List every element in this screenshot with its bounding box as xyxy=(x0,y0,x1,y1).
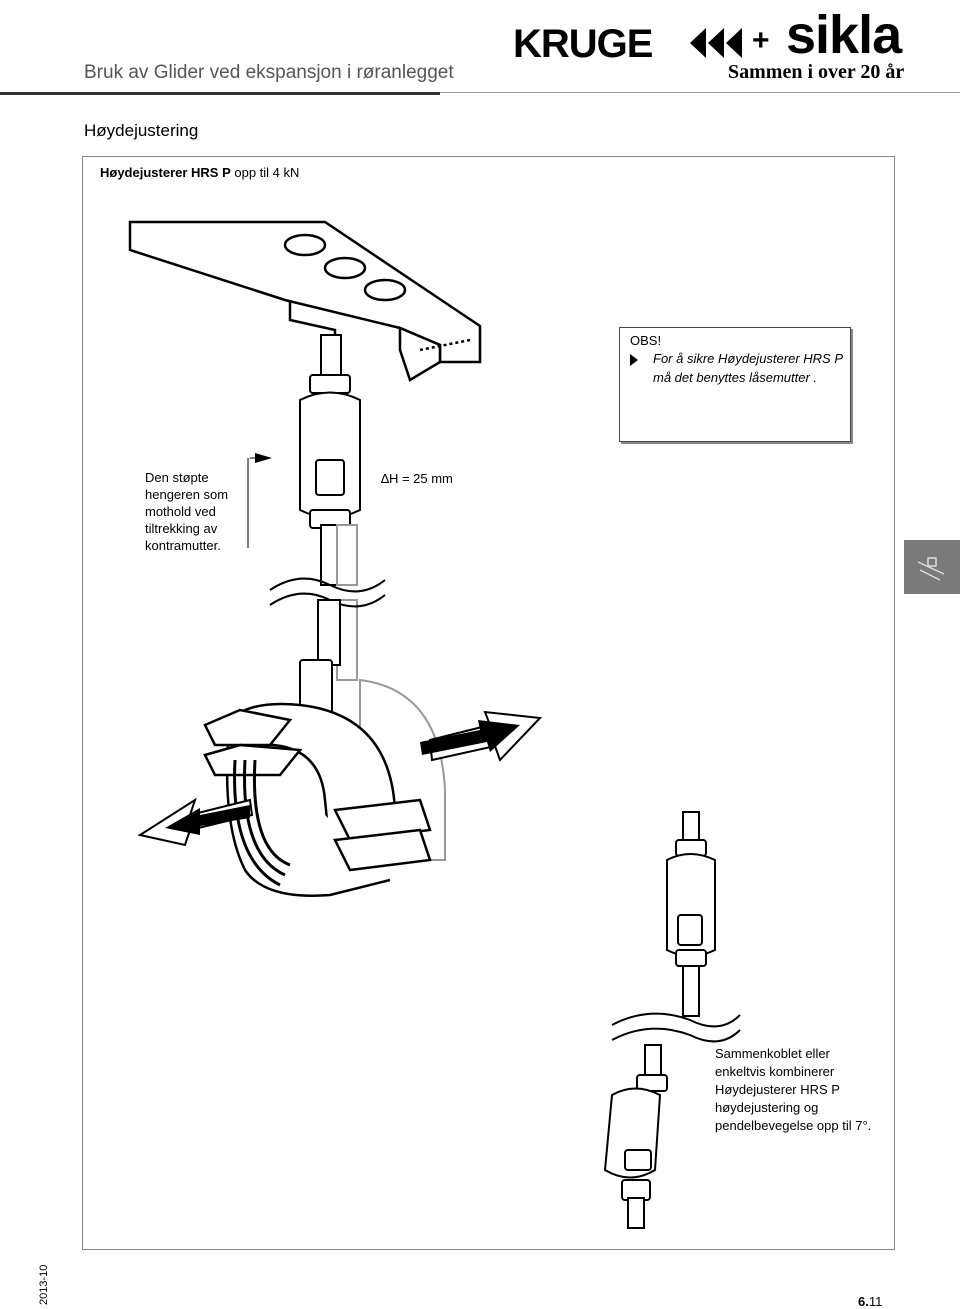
header-title: Bruk av Glider ved ekspansjon i røranleg… xyxy=(84,62,454,83)
channel-rail xyxy=(128,220,482,382)
subtitle-product: Høydejusterer HRS P xyxy=(100,165,231,180)
chevron-icon xyxy=(690,28,742,58)
upper-rod xyxy=(299,334,361,586)
header-rule-thin xyxy=(440,92,960,93)
delta-h-label: ∆H = 25 mm xyxy=(381,471,453,486)
logo-kruge: KRUGE xyxy=(513,22,653,66)
obs-text: For å sikre Høydejusterer HRS P må det b… xyxy=(653,351,843,385)
section-title: Høydejustering xyxy=(84,121,199,140)
footer-year: 2013-10 xyxy=(38,1264,50,1305)
break-line xyxy=(269,577,386,593)
page-number: 6.11 xyxy=(858,1294,882,1309)
obs-note-box: OBS! For å sikre Høydejusterer HRS P må … xyxy=(619,327,851,442)
second-assembly-lower xyxy=(603,1044,668,1229)
page-chapter: 6. xyxy=(858,1294,869,1309)
pipe-clamp xyxy=(203,702,432,897)
note-right: Sammenkoblet eller enkeltvis kombinerer … xyxy=(715,1046,872,1133)
note-left: Den støpte hengeren som mothold ved tilt… xyxy=(145,470,229,553)
side-tab-icon[interactable] xyxy=(904,540,960,594)
obs-title: OBS! xyxy=(630,333,662,348)
page-index: 11 xyxy=(868,1294,883,1309)
second-assembly xyxy=(666,811,716,1017)
tagline: Sammen i over 20 år xyxy=(728,61,905,83)
content-frame xyxy=(82,156,895,1250)
subtitle: Høydejusterer HRS P opp til 4 kN xyxy=(100,165,299,180)
lower-rod xyxy=(299,599,341,716)
logo-plus: + xyxy=(752,24,770,57)
pipe xyxy=(233,759,291,887)
obs-arrow-icon xyxy=(630,354,638,366)
subtitle-rest: opp til 4 kN xyxy=(230,165,300,180)
logo-sikla: sikla xyxy=(786,5,902,65)
movement-arrows xyxy=(137,710,543,847)
header-rule xyxy=(0,92,440,95)
